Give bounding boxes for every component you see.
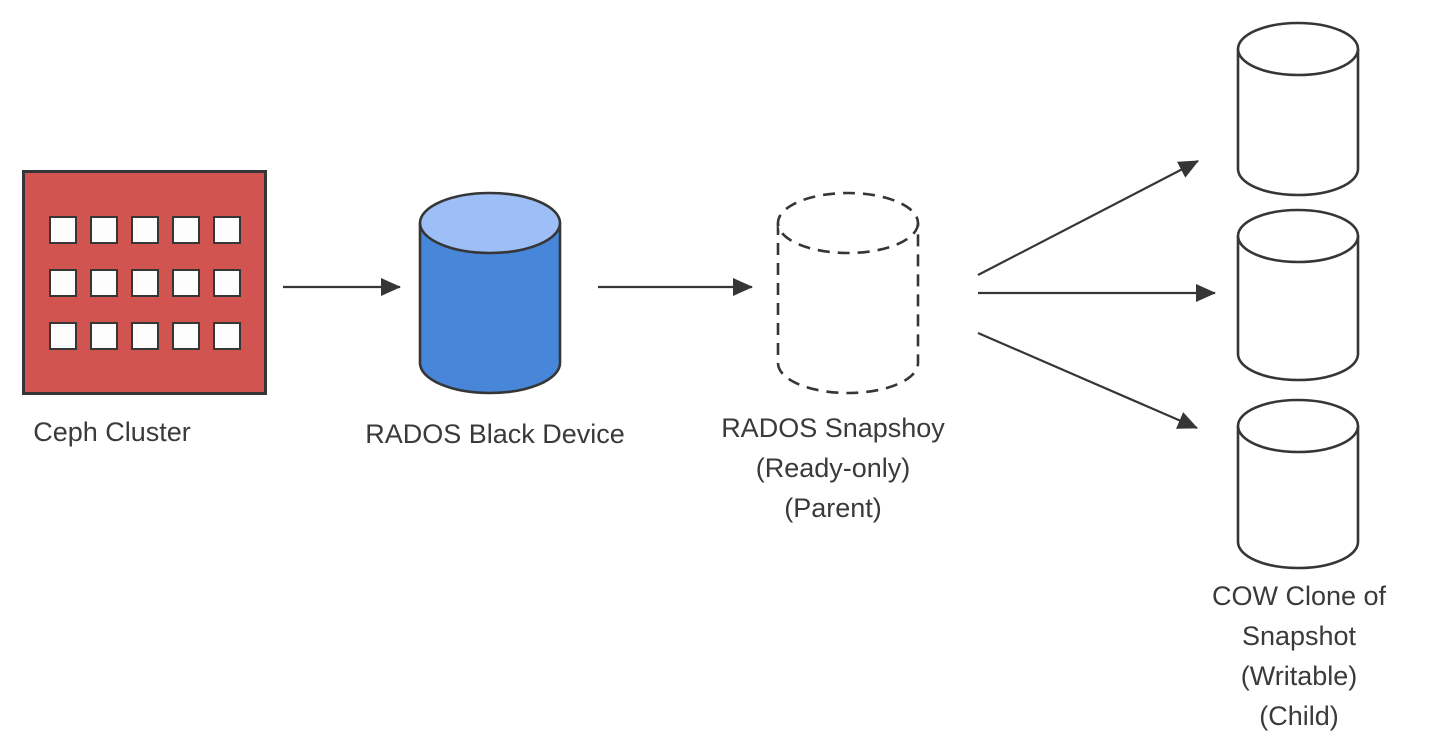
storage-block <box>48 321 77 350</box>
storage-block <box>130 268 159 297</box>
clone-label-line-4: (Child) <box>1259 701 1339 731</box>
clone-label-line-2: Snapshot <box>1241 621 1357 651</box>
storage-block <box>89 215 118 244</box>
clone-cylinder-3 <box>1236 398 1360 570</box>
storage-block <box>171 268 200 297</box>
storage-block <box>89 268 118 297</box>
storage-block <box>212 215 241 244</box>
arrow-snapshot-to-clone-1 <box>977 160 1199 276</box>
storage-block-row <box>48 215 241 244</box>
clone-label-line-1: COW Clone of <box>1211 581 1387 611</box>
snapshot-label-line-2: (Ready-only) <box>755 453 911 483</box>
clone-cylinder-1 <box>1236 21 1360 197</box>
storage-block-row <box>48 321 241 350</box>
storage-block <box>130 321 159 350</box>
storage-block <box>89 321 118 350</box>
storage-block <box>171 321 200 350</box>
ceph-cluster-label: Ceph Cluster <box>33 417 191 447</box>
snapshot-label-line-3: (Parent) <box>784 493 882 523</box>
clone-label-line-3: (Writable) <box>1240 661 1358 691</box>
clone-cylinder-2 <box>1236 208 1360 382</box>
storage-block-row <box>48 268 241 297</box>
clone-label: COW Clone of Snapshot (Writable) (Child) <box>1154 576 1444 736</box>
storage-block <box>212 321 241 350</box>
snapshot-cylinder <box>776 191 920 395</box>
storage-block <box>48 268 77 297</box>
snapshot-label-line-1: RADOS Snapshoy <box>721 413 945 443</box>
block-device-cylinder <box>418 191 562 395</box>
snapshot-label: RADOS Snapshoy (Ready-only) (Parent) <box>688 408 978 528</box>
block-device-label: RADOS Black Device <box>365 419 625 449</box>
storage-block <box>48 215 77 244</box>
storage-block <box>130 215 159 244</box>
ceph-cluster-box <box>22 170 267 395</box>
storage-block <box>171 215 200 244</box>
storage-block <box>212 268 241 297</box>
arrow-snapshot-to-clone-3 <box>977 331 1198 430</box>
